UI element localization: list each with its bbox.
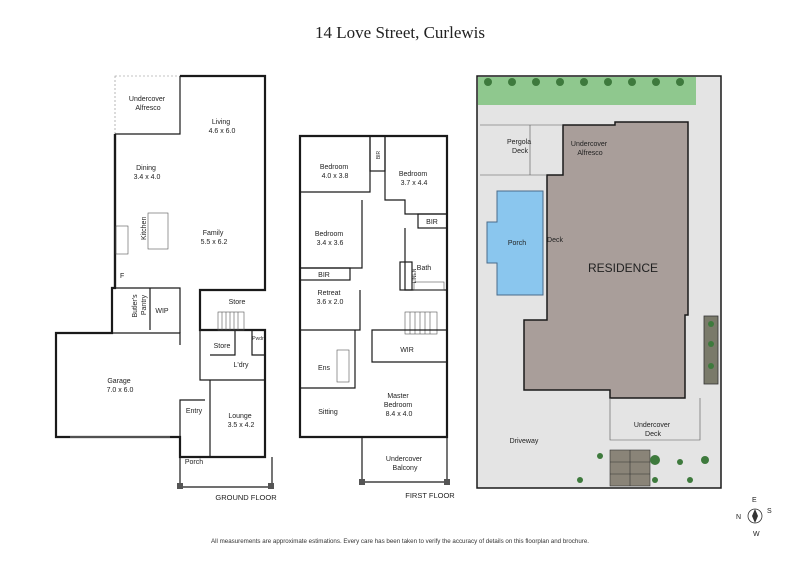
pantry-wall	[112, 287, 181, 333]
retreat-wall	[300, 290, 361, 331]
undercover-deck-label: Undercover Deck	[634, 422, 672, 438]
compass-s: S	[767, 508, 772, 515]
bath-label: Bath	[417, 265, 432, 272]
pergola-lines	[480, 124, 563, 176]
garage-top-wall	[56, 332, 181, 345]
deck-label: Deck	[547, 237, 563, 244]
lounge-label: Lounge 3.5 x 4.2	[228, 413, 255, 429]
bedroom1-label: Bedroom 4.0 x 3.8	[320, 164, 350, 180]
pool-porch-label: Porch	[508, 240, 526, 247]
first-stairs	[404, 311, 438, 335]
bir3-label: BIR	[318, 272, 330, 279]
pwdr-wall	[251, 330, 265, 356]
entry-label: Entry	[186, 408, 203, 415]
residence-label: RESIDENCE	[588, 261, 658, 275]
driveway-label: Driveway	[510, 438, 539, 445]
wir-label: WIR	[400, 347, 414, 354]
site-plan: Pergola Deck Undercover Alfresco Porch D…	[476, 75, 722, 489]
disclaimer: All measurements are approximate estimat…	[211, 538, 589, 545]
pwdr-label: Pwdr	[252, 336, 264, 342]
bir1-label: BIR	[376, 150, 382, 159]
porch-label: Porch	[185, 459, 203, 466]
retreat-label: Retreat 3.6 x 2.0	[317, 290, 344, 306]
site-alfresco-label: Undercover Alfresco	[571, 141, 609, 157]
sitting-label: Sitting	[318, 409, 338, 416]
page-title: 14 Love Street, Curlewis	[315, 23, 485, 42]
ensuite-wall	[300, 330, 356, 389]
pergola-label: Pergola Deck	[507, 139, 533, 155]
family-label: Family 5.5 x 6.2	[201, 230, 228, 246]
bir1-box	[369, 135, 386, 172]
bedroom3-label: Bedroom 3.4 x 3.6	[315, 231, 345, 247]
ground-floor-label: GROUND FLOOR	[215, 493, 277, 502]
planter-plants	[708, 321, 714, 369]
linen-label: LINEN	[412, 268, 418, 283]
garage-label: Garage 7.0 x 6.0	[107, 378, 134, 394]
compass-rose: E N S W	[736, 497, 772, 538]
hedge-row	[484, 78, 684, 86]
first-floor-plan: Bedroom 4.0 x 3.8 BIR Bedroom 3.7 x 4.4 …	[298, 134, 455, 500]
ground-living-wall	[115, 76, 181, 135]
bir2-box	[417, 213, 448, 229]
ground-stairs	[217, 311, 245, 331]
living-label: Living 4.6 x 6.0	[209, 119, 236, 135]
master-bedroom-label: Master Bedroom 8.4 x 4.0	[384, 393, 414, 418]
store-label: Store	[229, 299, 246, 306]
compass-needle-icon	[752, 509, 758, 523]
kitchen-island	[147, 212, 169, 250]
porch-outline	[179, 457, 273, 488]
store-label: Store	[214, 343, 231, 350]
ensuite-label: Ens	[318, 365, 331, 372]
balcony-outline	[361, 437, 448, 483]
balcony-label: Undercover Balcony	[386, 456, 424, 472]
compass-e: E	[752, 497, 757, 504]
wir-wall	[371, 329, 448, 363]
store2-wall	[210, 330, 236, 356]
bir2-label: BIR	[426, 219, 438, 226]
balcony-post	[359, 479, 365, 485]
laundry-label: L'dry	[234, 362, 249, 369]
wip-label: WIP	[155, 308, 169, 315]
ground-floor-plan: Undercover Alfresco Living 4.6 x 6.0 Din…	[54, 74, 277, 502]
laundry-wall	[199, 330, 265, 381]
front-steps	[609, 449, 651, 487]
kitchen-label: Kitchen	[141, 217, 148, 240]
bathtub	[413, 281, 445, 291]
first-floor-label: FIRST FLOOR	[405, 491, 455, 500]
bedroom2-label: Bedroom 3.7 x 4.4	[399, 171, 429, 187]
porch-post	[177, 483, 183, 489]
bir3-box	[299, 267, 351, 281]
pool	[486, 190, 544, 296]
balcony-post	[444, 479, 450, 485]
undercover-alfresco-label: Undercover Alfresco	[129, 96, 167, 112]
butlers-pantry-label: Butler's Pantry	[132, 292, 148, 317]
planter-box	[703, 315, 719, 385]
dining-label: Dining 3.4 x 4.0	[134, 165, 161, 181]
porch-post	[268, 483, 274, 489]
ensuite-bath	[336, 349, 350, 383]
garden-plants	[577, 453, 709, 483]
undercover-deck-outline	[609, 398, 701, 441]
entry-wall	[179, 399, 205, 437]
fridge-label: F	[120, 273, 124, 280]
linen-box	[399, 261, 413, 291]
compass-n: N	[736, 514, 741, 521]
compass-w: W	[753, 531, 760, 538]
kitchen-bench	[115, 225, 129, 255]
